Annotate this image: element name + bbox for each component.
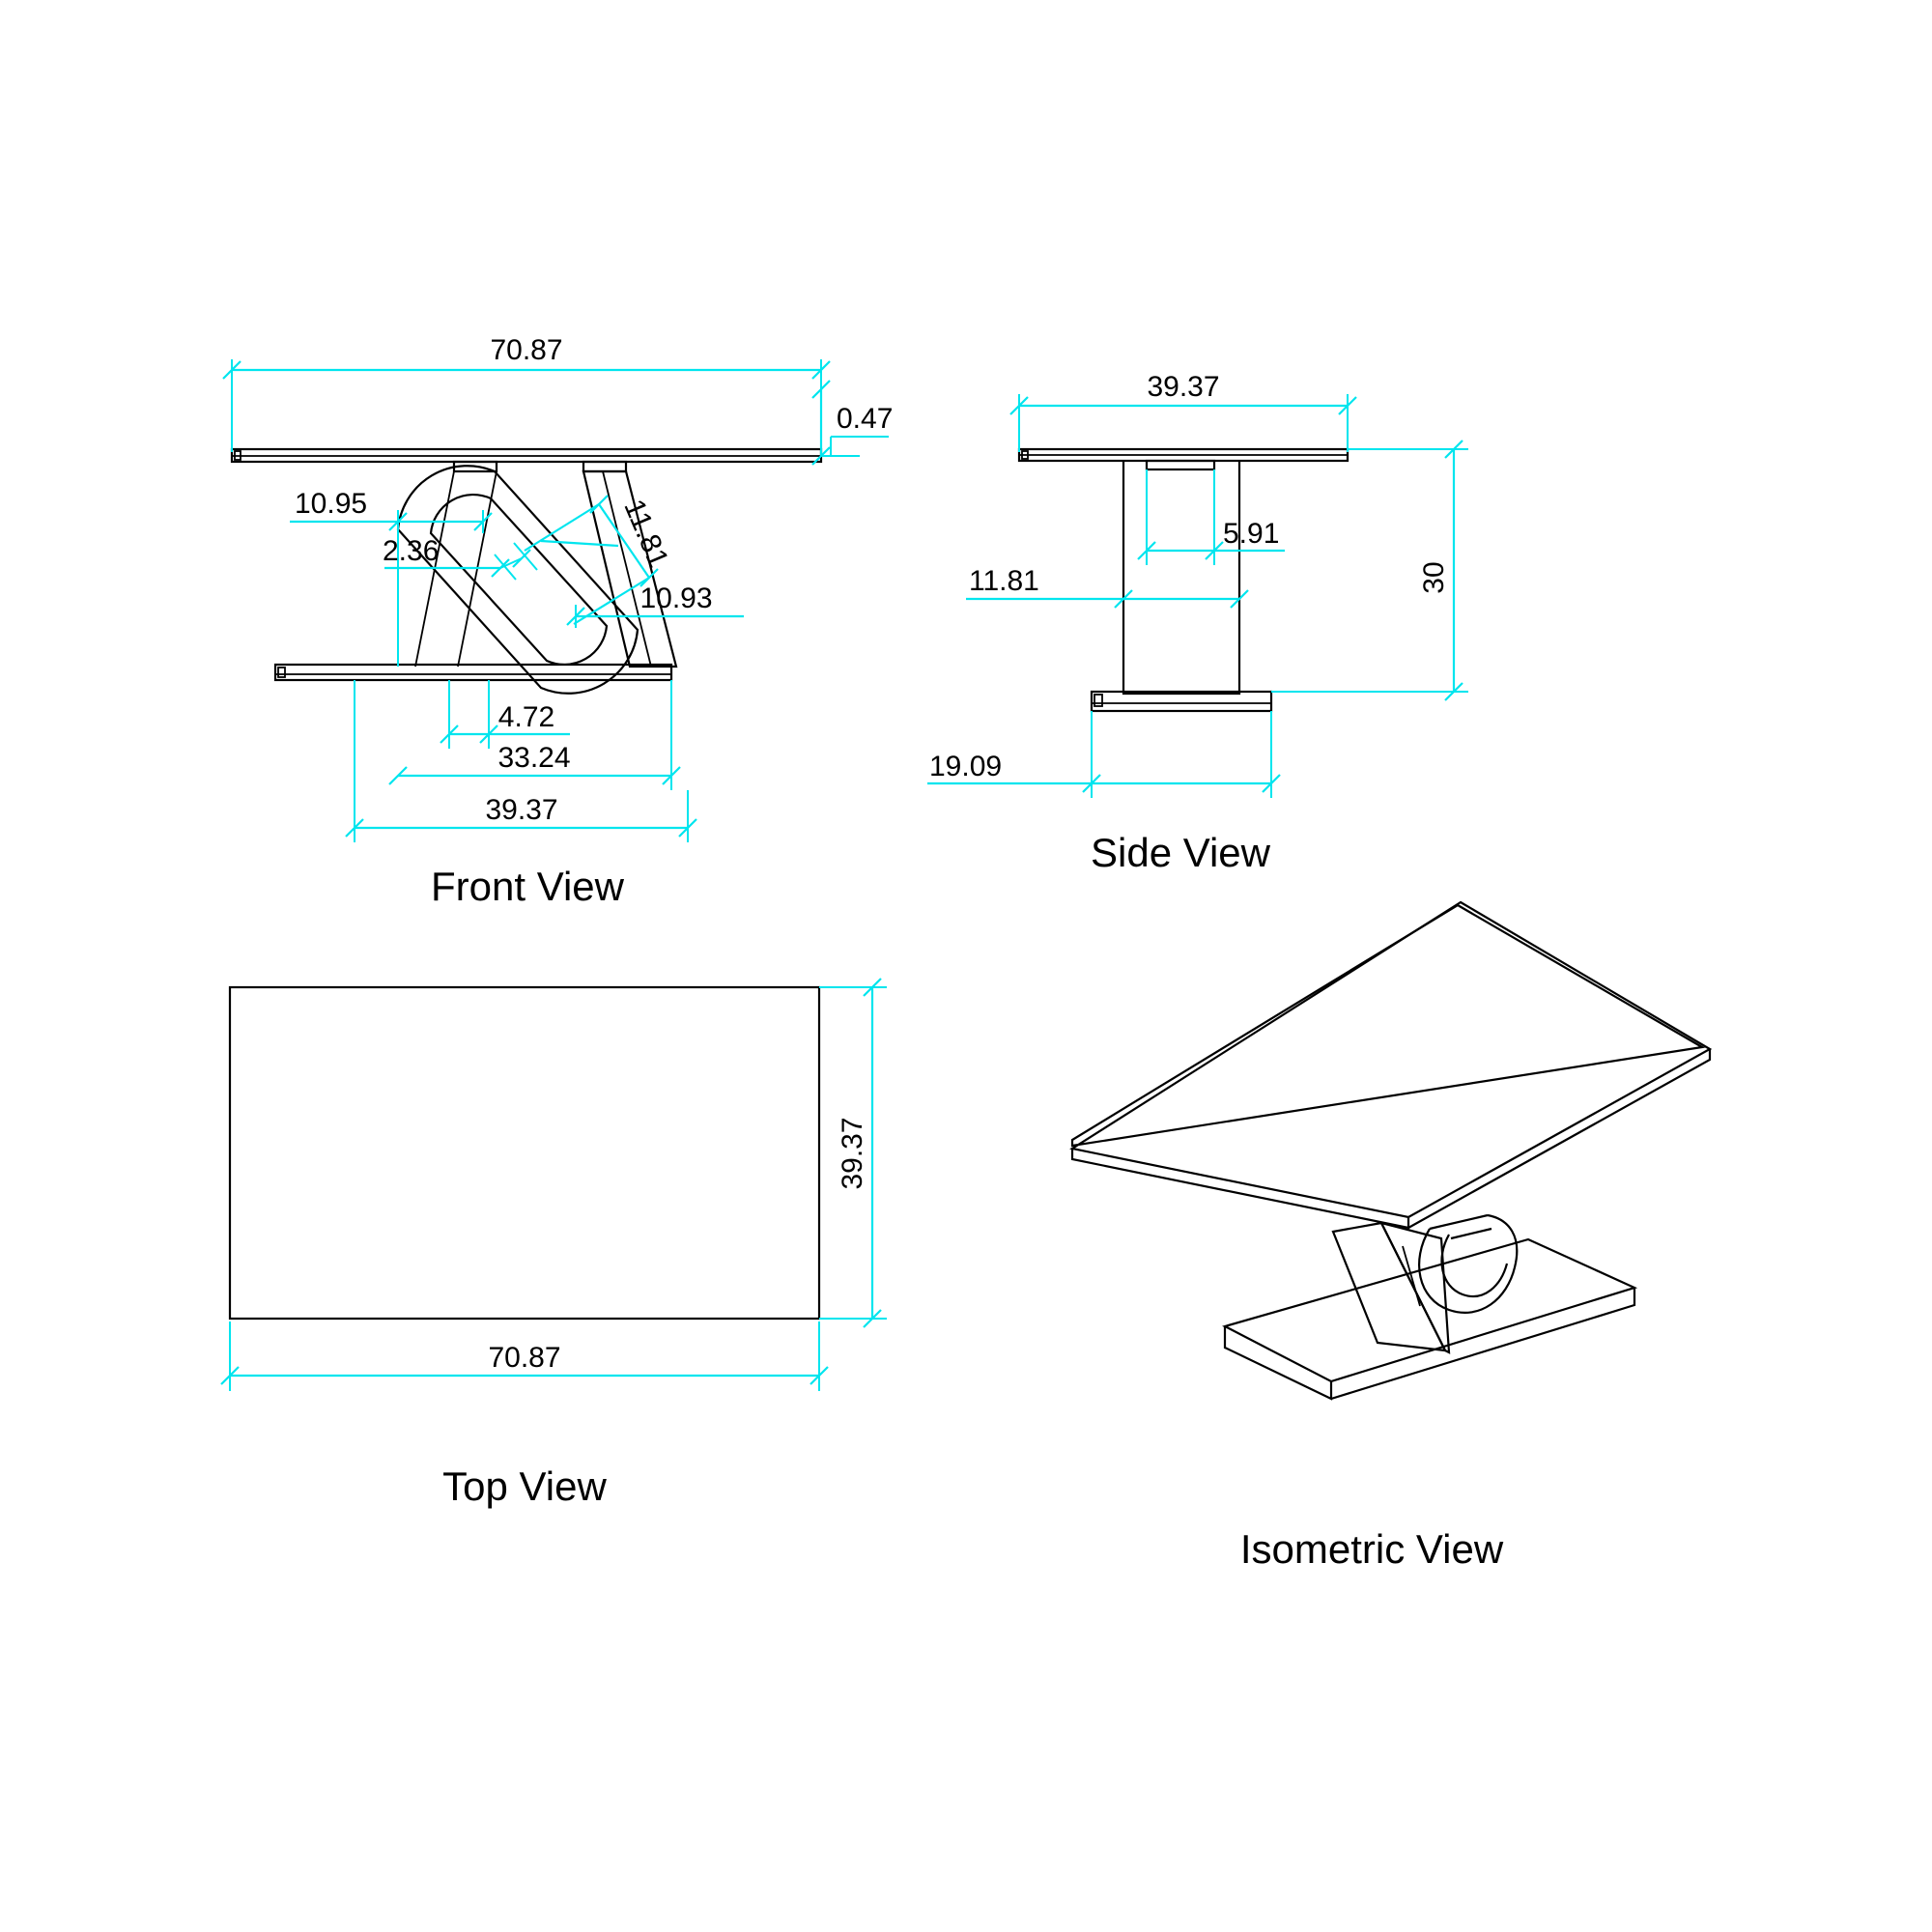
dim-label-front-base-inner: 33.24: [497, 742, 570, 774]
front-view-label: Front View: [431, 864, 625, 909]
dim-label-top-length: 70.87: [488, 1342, 560, 1374]
iso-base-plate: [1222, 1237, 1638, 1401]
dim-label-front-base-inset: 4.72: [498, 701, 554, 733]
top-view-label: Top View: [442, 1463, 607, 1509]
top-tabletop-outline: [228, 985, 821, 1321]
dim-label-side-column-gap: 5.91: [1223, 518, 1279, 550]
dim-label-top-depth: 39.37: [837, 1117, 868, 1189]
dim-side-height: 30: [1271, 439, 1468, 702]
front-base-plate: [273, 663, 673, 682]
isometric-view-group: Isometric View: [1069, 900, 1713, 1572]
dim-front-top-thickness: 0.47: [810, 379, 893, 467]
dim-label-front-loop-right: 10.93: [639, 582, 712, 614]
dim-front-loop-left: 10.95: [290, 488, 494, 667]
dim-front-loop-right: 10.93: [565, 582, 744, 628]
dim-label-side-column-width: 11.81: [969, 565, 1039, 597]
iso-legs: [1331, 1221, 1451, 1354]
side-column: [1122, 461, 1241, 696]
side-mount-pad: [1145, 459, 1216, 471]
dim-side-column-gap: 5.91: [1136, 469, 1285, 565]
side-view-label: Side View: [1091, 830, 1271, 875]
dim-front-base-inner: 33.24: [387, 680, 682, 790]
dim-front-top-width: 70.87: [221, 334, 832, 452]
front-angled-leg: [582, 469, 678, 668]
dim-front-base-width: 39.37: [344, 680, 698, 842]
side-base-plate: [1090, 690, 1273, 713]
dim-label-side-height: 30: [1418, 561, 1450, 593]
dim-top-length: 70.87: [219, 1321, 830, 1391]
dim-top-depth: 39.37: [819, 977, 887, 1329]
dim-front-base-inset: 4.72: [439, 680, 570, 749]
isometric-view-label: Isometric View: [1240, 1526, 1504, 1572]
dim-label-front-base-width: 39.37: [485, 794, 557, 826]
dim-front-inner-gap: 2.36: [383, 535, 538, 581]
dim-side-column-width: 11.81: [966, 565, 1250, 610]
dim-label-side-top-width: 39.37: [1147, 371, 1219, 403]
dim-label-front-loop-left: 10.95: [295, 488, 367, 520]
iso-tabletop: [1069, 900, 1713, 1230]
dim-label-front-top-width: 70.87: [490, 334, 562, 366]
front-loop-outer: [396, 465, 639, 695]
dim-label-side-base-depth: 19.09: [929, 751, 1002, 782]
dim-label-front-inner-gap: 2.36: [383, 535, 439, 567]
dim-side-base-depth: 19.09: [927, 711, 1282, 798]
dim-side-top-width: 39.37: [1009, 371, 1358, 452]
side-view-group: 39.37 5.91 11.81 30: [927, 371, 1468, 875]
dim-label-front-top-thickness: 0.47: [837, 403, 893, 435]
top-view-group: 39.37 70.87 Top View: [219, 977, 887, 1509]
